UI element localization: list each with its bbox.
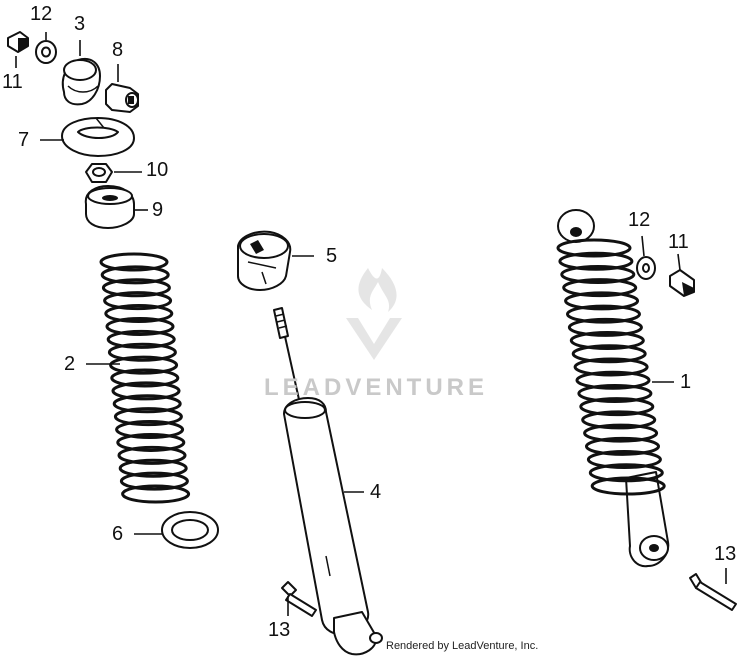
credit-text: Rendered by LeadVenture, Inc. [386,640,539,652]
callout-8[interactable]: 8 [112,39,124,61]
callout-12-right[interactable]: 12 [628,209,651,231]
cap-nut-part[interactable] [7,31,29,53]
callout-4[interactable]: 4 [370,481,382,503]
callout-1[interactable]: 1 [680,371,692,393]
callout-13-left[interactable]: 13 [268,619,291,641]
collar-part[interactable] [105,83,139,113]
nut-part[interactable] [85,163,113,183]
callout-11-top[interactable]: 11 [2,71,23,93]
callout-10[interactable]: 10 [146,159,169,181]
callout-11-right[interactable]: 11 [668,231,689,253]
callout-6[interactable]: 6 [112,523,124,545]
callout-2[interactable]: 2 [64,353,76,375]
callout-7[interactable]: 7 [18,129,30,151]
damper-part[interactable] [273,307,383,656]
spring-adjuster-part[interactable] [237,230,292,291]
bolt-part-right[interactable] [689,573,737,611]
washer-part-right[interactable] [636,256,656,280]
spring-seat-part[interactable] [61,117,135,157]
spring-ring-part[interactable] [161,511,219,549]
callout-12-top[interactable]: 12 [30,3,53,25]
spring-part[interactable] [99,252,191,504]
cap-nut-part-right[interactable] [669,269,695,297]
watermark-text: LEADVENTURE [263,374,488,401]
callout-5[interactable]: 5 [326,245,338,267]
washer-part[interactable] [35,40,57,64]
shock-absorber-part[interactable] [556,209,670,568]
leader-lines [15,32,727,616]
bump-stop-part[interactable] [84,185,135,229]
rubber-bushing-part[interactable] [61,58,101,106]
watermark-logo [346,268,402,360]
callout-13-right[interactable]: 13 [714,543,737,565]
callout-3[interactable]: 3 [74,13,86,35]
callout-9[interactable]: 9 [152,199,164,221]
bolt-part[interactable] [281,581,317,617]
